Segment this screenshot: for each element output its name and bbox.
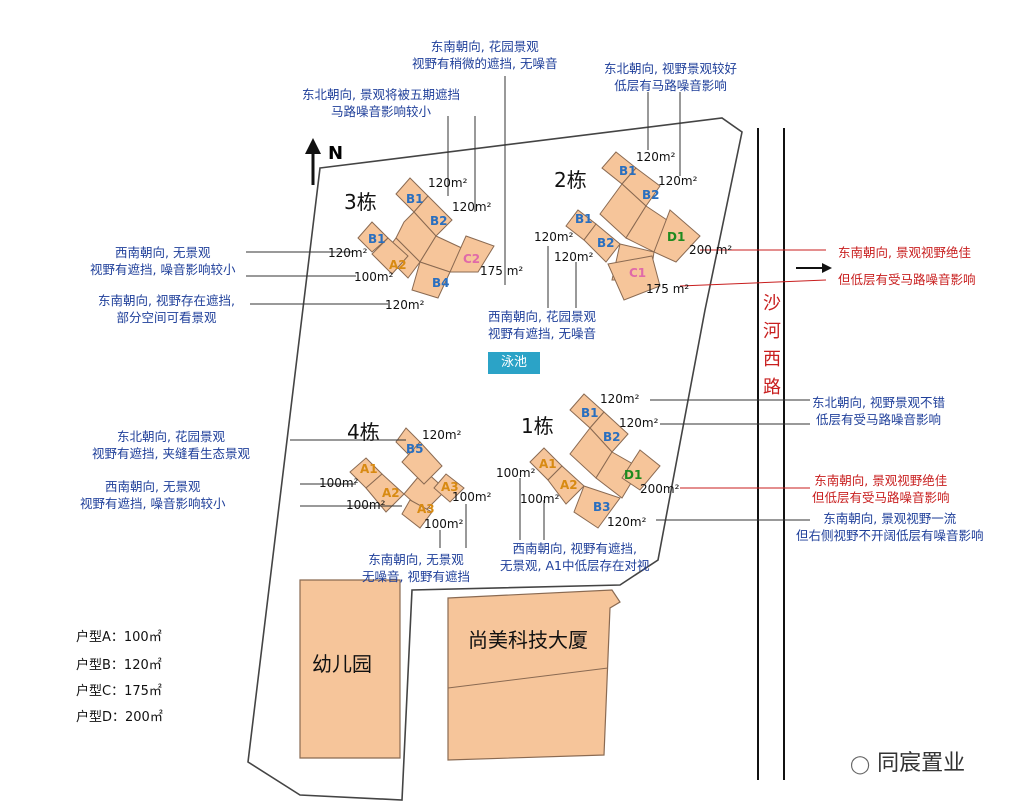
area-label: 120m² (600, 392, 640, 406)
area-label: 120m² (607, 515, 647, 529)
annotation-b4-south: 东南朝向, 无景观无噪音, 视野有遮挡 (362, 552, 470, 584)
watermark: ◯ 同宸置业 (850, 745, 965, 777)
annotation-b1-sw: 西南朝向, 视野有遮挡,无景观, A1中低层存在对视 (500, 541, 650, 573)
building-4-title: 4栋 (347, 420, 380, 444)
kindergarten-building (299, 579, 401, 759)
tech-tower-building (447, 589, 621, 761)
legend-item: 户型C：175㎡ (76, 684, 162, 699)
area-label: 200m² (640, 482, 680, 496)
annotation-b2-south: 西南朝向, 花园景观视野有遮挡, 无噪音 (488, 309, 596, 341)
area-label: 120m² (534, 230, 574, 244)
area-label: 200 m² (689, 243, 733, 257)
road-name-char: 河 (763, 321, 781, 342)
unit-label: B1 (575, 212, 593, 226)
annotation-top-left: 东北朝向, 景观将被五期遮挡马路噪音影响较小 (302, 87, 460, 119)
pool-label: 泳池 (488, 352, 540, 374)
unit-label: B2 (597, 236, 615, 250)
area-label: 120m² (328, 246, 368, 260)
east-arrow-head (822, 263, 832, 273)
unit-label: C2 (463, 252, 481, 266)
building-1-title: 1栋 (521, 414, 554, 438)
unit-label: B1 (406, 192, 424, 206)
area-label: 100m² (424, 517, 464, 531)
unit-label: B4 (432, 276, 450, 290)
building-2-footprint (565, 151, 701, 301)
unit-label: B2 (642, 188, 660, 202)
legend-item: 户型B：120㎡ (76, 658, 162, 673)
site-boundary (247, 117, 743, 801)
unit-label: A3 (417, 502, 435, 516)
watermark-text: 同宸置业 (877, 751, 966, 776)
unit-label: A2 (560, 478, 578, 492)
unit-label: A2 (382, 486, 400, 500)
area-label: 120m² (554, 250, 594, 264)
annotation-b2-east-1: 东南朝向, 景观视野绝佳 (838, 245, 971, 260)
legend-item: 户型D：200㎡ (76, 710, 163, 725)
unit-label: D1 (667, 230, 686, 244)
area-label: 175 m² (480, 264, 524, 278)
area-label: 120m² (428, 176, 468, 190)
area-label: 120m² (658, 174, 698, 188)
unit-label: B1 (368, 232, 386, 246)
leader-b2-east-2 (679, 279, 827, 287)
unit-label: B2 (430, 214, 448, 228)
unit-label: D1 (624, 468, 643, 482)
area-label: 120m² (385, 298, 425, 312)
area-label: 100m² (520, 492, 560, 506)
area-label: 120m² (636, 150, 676, 164)
annotation-top-center: 东南朝向, 花园景观视野有稍微的遮挡, 无噪音 (412, 39, 558, 71)
wechat-icon: ◯ (850, 754, 871, 775)
unit-label: C1 (629, 266, 647, 280)
annotation-b1-ne: 东北朝向, 视野景观不错低层有受马路噪音影响 (812, 395, 945, 427)
area-label: 175 m² (646, 282, 690, 296)
annotation-b2-east-2: 但低层有受马路噪音影响 (838, 272, 976, 287)
building-3-footprint (357, 177, 495, 299)
area-label: 120m² (452, 200, 492, 214)
unit-label: B2 (603, 430, 621, 444)
tech-tower-label: 尚美科技大厦 (468, 628, 588, 652)
unit-label: B3 (593, 500, 611, 514)
road-name-char: 沙 (763, 293, 781, 314)
area-label: 100m² (496, 466, 536, 480)
area-label: 120m² (422, 428, 462, 442)
tech-tower-divider (447, 667, 609, 689)
building-2-title: 2栋 (554, 168, 587, 192)
north-arrow-head (305, 138, 321, 154)
area-label: 100m² (452, 490, 492, 504)
annotation-b3-south: 东南朝向, 视野存在遮挡,部分空间可看景观 (98, 293, 235, 325)
road-name-char: 路 (763, 377, 781, 398)
building-4-footprint (349, 427, 465, 529)
unit-label: B1 (619, 164, 637, 178)
annotation-b4-west: 西南朝向, 无景观视野有遮挡, 噪音影响较小 (80, 479, 226, 511)
annotation-b3-west: 西南朝向, 无景观视野有遮挡, 噪音影响较小 (90, 245, 236, 277)
unit-label: A1 (360, 462, 378, 476)
area-label: 100m² (319, 476, 359, 490)
legend-item: 户型A：100㎡ (76, 630, 162, 645)
unit-label: B5 (406, 442, 424, 456)
compass-north-label: N (328, 143, 344, 164)
area-label: 120m² (619, 416, 659, 430)
area-label: 100m² (346, 498, 386, 512)
unit-label: B1 (581, 406, 599, 420)
annotation-top-right: 东北朝向, 视野景观较好低层有马路噪音影响 (604, 61, 737, 93)
unit-label: A3 (441, 480, 459, 494)
annotation-b4-north: 东北朝向, 花园景观视野有遮挡, 夹缝看生态景观 (92, 429, 250, 461)
kindergarten-label: 幼儿园 (312, 652, 372, 676)
building-1-footprint (529, 393, 661, 529)
building-3-title: 3栋 (344, 190, 377, 214)
unit-label: A1 (539, 457, 557, 471)
area-label: 100m² (354, 270, 394, 284)
annotation-b1-east: 东南朝向, 景观视野绝佳但低层有受马路噪音影响 (812, 473, 950, 505)
unit-label: A2 (389, 258, 407, 272)
annotation-b1-se: 东南朝向, 景观视野一流但右侧视野不开阔低层有噪音影响 (796, 511, 984, 543)
road-name-char: 西 (763, 349, 781, 370)
